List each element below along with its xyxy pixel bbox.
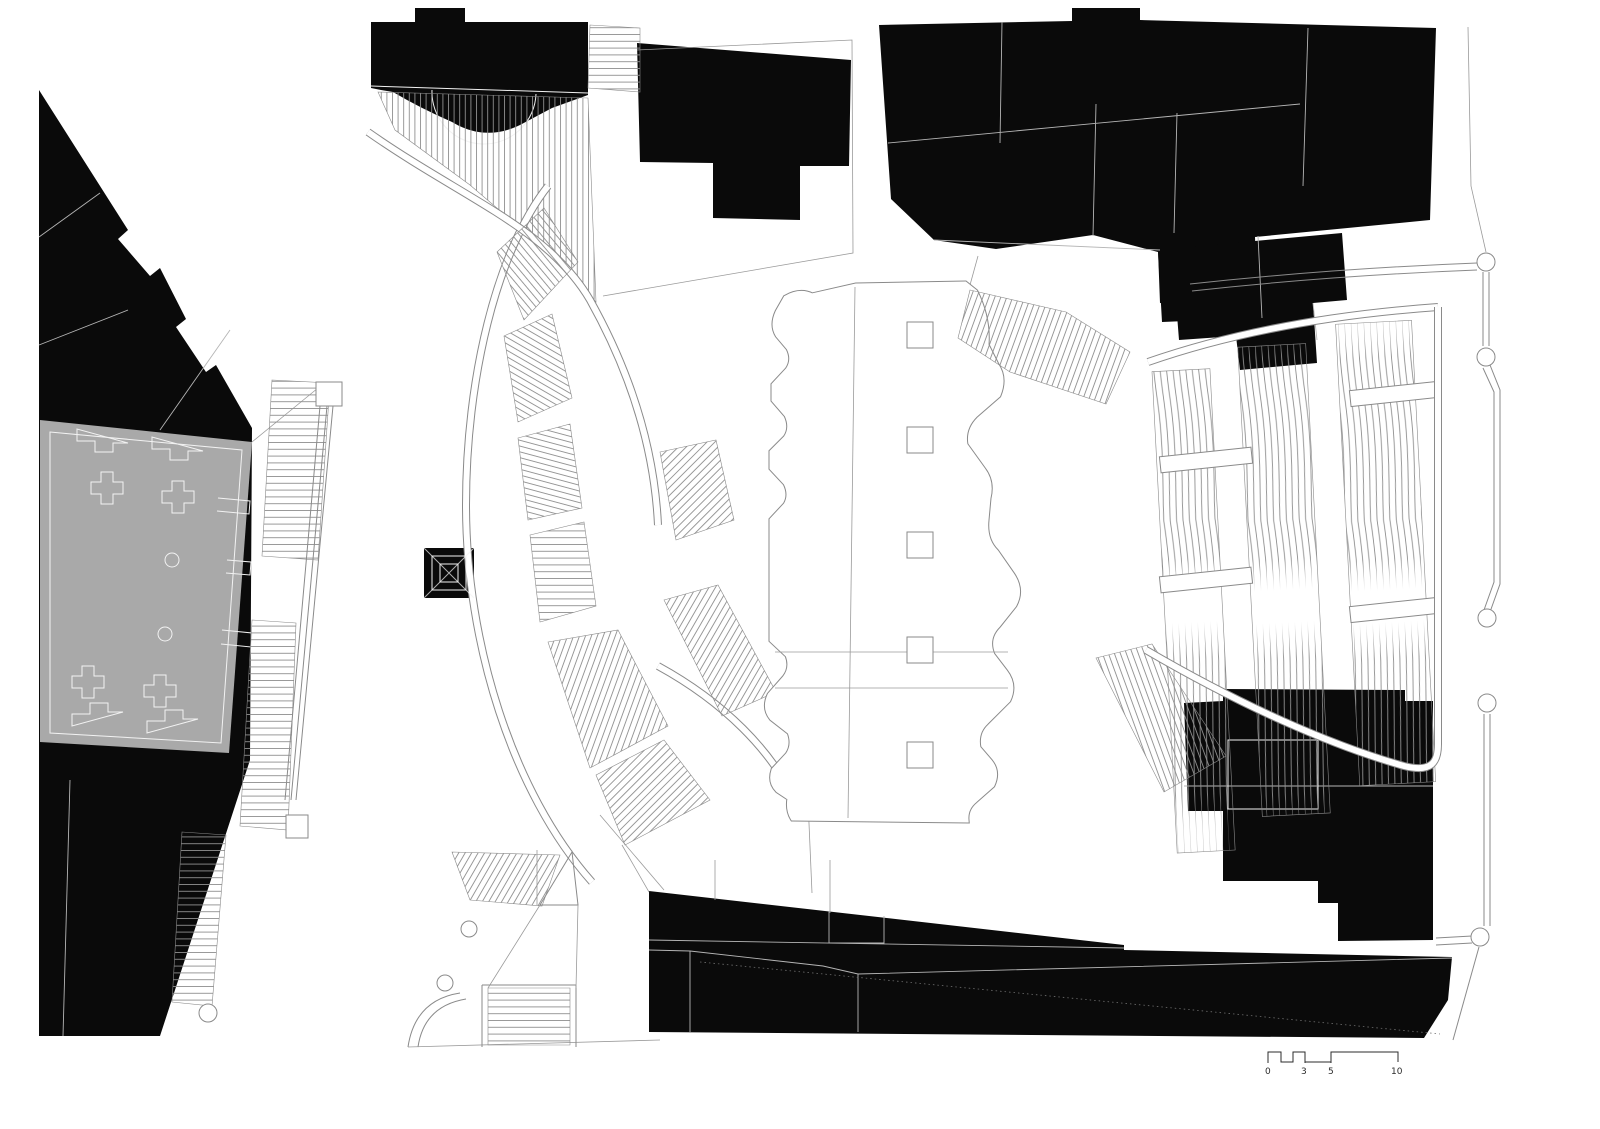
church-plan [40,420,253,753]
seating-column [1151,368,1236,854]
stair-flight [517,423,583,521]
tree-square-icon [906,741,934,769]
church-footprint [40,420,252,753]
tree-square-icon [906,426,934,454]
tree-circle [1477,693,1497,713]
monument [423,547,475,599]
stair-landing-pad [315,381,343,407]
amphitheater [368,91,800,907]
right-seating-tiers [1146,307,1440,854]
seating-column [1335,319,1436,786]
right-boundary-path [1189,252,1501,1041]
building-bottom-band [649,891,1452,1038]
bollard-circle [436,974,454,992]
building-right-stepped [1158,233,1347,370]
stair-flight [451,851,561,907]
tree-circle [1470,927,1490,947]
top-stepped-band [587,24,641,93]
stair-flight-upper-right [957,289,1131,405]
plaza-tree-squares [906,321,934,769]
tree-square-icon [906,321,934,349]
stair-flight [595,739,711,846]
stair-flight [663,584,777,717]
tree-square-icon [906,531,934,559]
left-stairs [171,379,343,1023]
church-pier-icon [71,471,195,708]
scale-bar: 0 3 5 10 [1265,1051,1403,1077]
central-plaza [767,284,1017,820]
building-top-right-block [879,8,1436,322]
stair-landing-pad [285,814,309,839]
stair-flight [659,439,735,541]
stair-flight [529,521,597,623]
tree-square-icon [906,636,934,664]
stair-run-upper [261,379,331,561]
bollard-circle [198,1003,218,1023]
church-wall-details [71,428,253,734]
staircase [487,987,571,1046]
church-column-icon [164,552,180,568]
bollard-circle [460,920,478,938]
bottom-center-details [407,850,661,1048]
stair-wedge [539,850,579,906]
stair-flight [547,629,669,769]
tree-circle [1477,608,1497,628]
scale-label-5: 5 [1328,1067,1334,1077]
tree-circle [1476,347,1496,367]
building-masses [39,8,1452,1038]
church-column-icon [157,626,173,642]
seating-landings [1158,380,1440,624]
scale-label-3: 3 [1301,1067,1307,1077]
scale-label-10: 10 [1391,1067,1403,1077]
stair-flight [496,207,579,321]
scale-bar-profile [1267,1051,1399,1063]
scale-label-0: 0 [1265,1067,1271,1077]
building-top-center [637,43,851,220]
tree-circle [1476,252,1496,272]
stair-flight [503,313,573,423]
